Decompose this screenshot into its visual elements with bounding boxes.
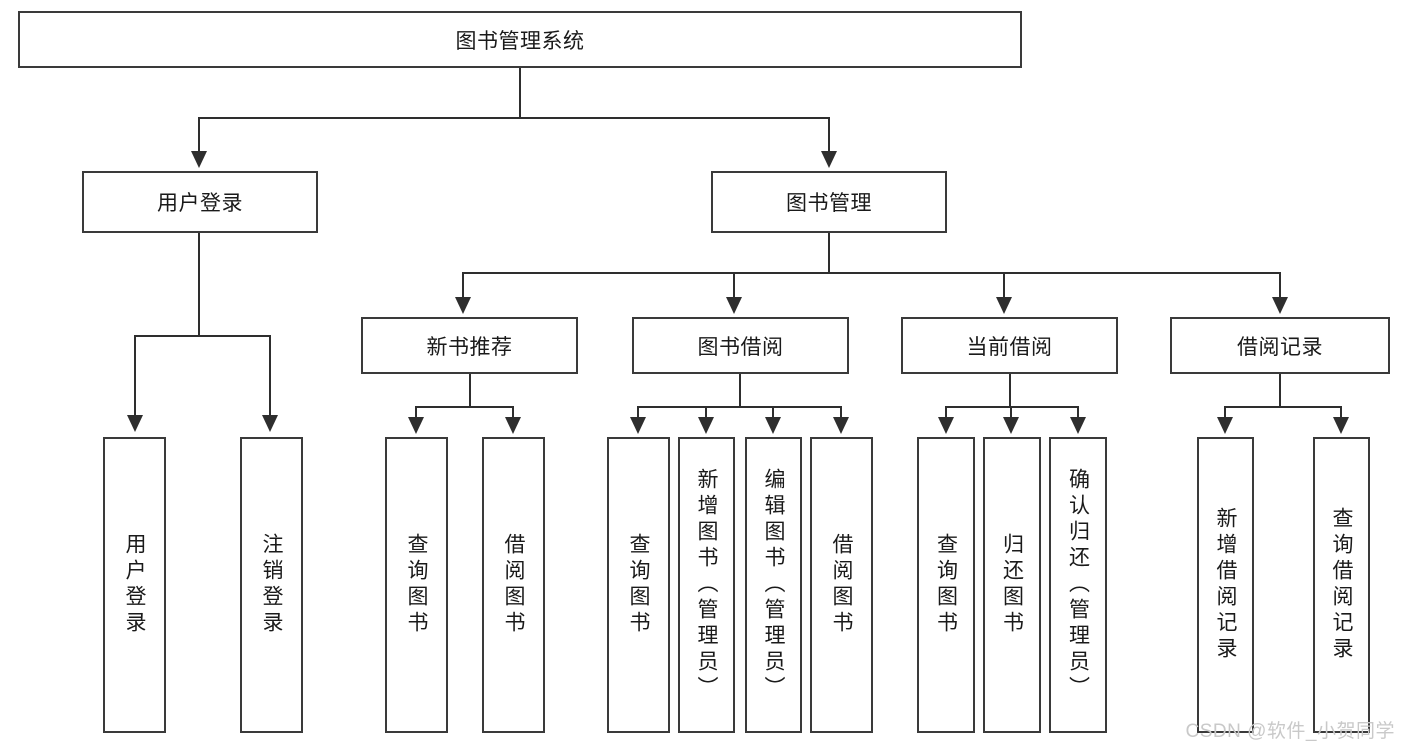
arrowhead-br-to-leaf-2 (1333, 417, 1349, 434)
arrowhead-bm-to-book-borrow (726, 297, 742, 314)
arrowhead-bm-to-current-borrow (996, 297, 1012, 314)
connector-root-to-user-login (198, 117, 200, 153)
connector-br-to-leaf-1 (1224, 406, 1226, 419)
arrowhead-bm-to-new-book (455, 297, 471, 314)
arrowhead-nb-to-leaf-2 (505, 417, 521, 434)
connector-current-borrow-bus (945, 406, 1079, 408)
node-new-book-recommend[interactable]: 新书推荐 (361, 317, 578, 374)
node-label: 归还图书 (1000, 533, 1024, 637)
node-label: 用户登录 (157, 192, 243, 215)
node-label: 借阅图书 (830, 533, 853, 637)
arrowhead-cb-to-leaf-1 (938, 417, 954, 434)
arrowhead-bb-to-leaf-1 (630, 417, 646, 434)
connector-book-management-stem (828, 233, 830, 273)
node-label: 确认归还（管理员） (1066, 468, 1090, 702)
connector-bm-to-borrow-record (1279, 272, 1281, 299)
node-book-borrow[interactable]: 图书借阅 (632, 317, 849, 374)
arrowhead-bb-to-leaf-2 (698, 417, 714, 434)
connector-user-login-bus (134, 335, 270, 337)
connector-book-borrow-stem (739, 374, 741, 407)
node-label: 用户登录 (123, 533, 146, 637)
node-root-book-management-system[interactable]: 图书管理系统 (18, 11, 1022, 68)
connector-bm-to-new-book (462, 272, 464, 299)
connector-cb-to-leaf-1 (945, 406, 947, 419)
node-label: 新书推荐 (426, 335, 513, 359)
connector-bb-to-leaf-1 (637, 406, 639, 419)
connector-bm-to-book-borrow (733, 272, 735, 299)
node-label: 借阅图书 (502, 533, 525, 637)
connector-new-book-bus (415, 406, 514, 408)
leaf-query-book-borrow[interactable]: 查询图书 (607, 437, 670, 733)
node-current-borrow[interactable]: 当前借阅 (901, 317, 1118, 374)
leaf-confirm-return-admin[interactable]: 确认归还（管理员） (1049, 437, 1107, 733)
leaf-query-book-current[interactable]: 查询图书 (917, 437, 975, 733)
connector-bb-to-leaf-2 (705, 406, 707, 419)
arrowhead-user-login-to-leaf-2 (262, 415, 278, 432)
arrowhead-root-to-user-login (191, 151, 207, 168)
leaf-return-book[interactable]: 归还图书 (983, 437, 1041, 733)
leaf-query-borrow-record[interactable]: 查询借阅记录 (1313, 437, 1370, 733)
arrowhead-bb-to-leaf-4 (833, 417, 849, 434)
arrowhead-user-login-to-leaf-1 (127, 415, 143, 432)
connector-br-to-leaf-2 (1340, 406, 1342, 419)
node-label: 图书借阅 (697, 335, 784, 359)
node-user-login[interactable]: 用户登录 (82, 171, 318, 233)
node-label: 查询图书 (934, 533, 958, 637)
connector-bb-to-leaf-4 (840, 406, 842, 419)
node-label: 图书管理 (786, 192, 872, 215)
node-label: 当前借阅 (966, 335, 1053, 359)
connector-root-bus (198, 117, 830, 119)
leaf-user-login[interactable]: 用户登录 (103, 437, 166, 733)
node-label: 注销登录 (260, 533, 283, 637)
connector-book-management-bus (462, 272, 1281, 274)
arrowhead-br-to-leaf-1 (1217, 417, 1233, 434)
node-label: 图书管理系统 (455, 29, 585, 53)
leaf-logout[interactable]: 注销登录 (240, 437, 303, 733)
connector-user-login-stem (198, 233, 200, 336)
node-borrow-record[interactable]: 借阅记录 (1170, 317, 1390, 374)
connector-bb-to-leaf-3 (772, 406, 774, 419)
leaf-add-borrow-record[interactable]: 新增借阅记录 (1197, 437, 1254, 733)
node-label: 查询图书 (627, 533, 650, 637)
node-label: 编辑图书（管理员） (762, 468, 785, 702)
node-label: 查询借阅记录 (1330, 507, 1353, 663)
connector-nb-to-leaf-1 (415, 406, 417, 419)
connector-borrow-record-stem (1279, 374, 1281, 407)
node-book-management[interactable]: 图书管理 (711, 171, 947, 233)
node-label: 新增借阅记录 (1214, 507, 1237, 663)
leaf-edit-book-admin[interactable]: 编辑图书（管理员） (745, 437, 802, 733)
connector-user-login-to-leaf-2 (269, 335, 271, 417)
node-label: 查询图书 (405, 533, 428, 637)
arrowhead-bm-to-borrow-record (1272, 297, 1288, 314)
connector-cb-to-leaf-2 (1010, 406, 1012, 419)
connector-borrow-record-bus (1224, 406, 1342, 408)
arrowhead-bb-to-leaf-3 (765, 417, 781, 434)
connector-root-stem (519, 68, 521, 118)
arrowhead-root-to-book-management (821, 151, 837, 168)
connector-current-borrow-stem (1009, 374, 1011, 407)
arrowhead-nb-to-leaf-1 (408, 417, 424, 434)
leaf-query-book-recommend[interactable]: 查询图书 (385, 437, 448, 733)
arrowhead-cb-to-leaf-3 (1070, 417, 1086, 434)
leaf-borrow-book-recommend[interactable]: 借阅图书 (482, 437, 545, 733)
leaf-borrow-book[interactable]: 借阅图书 (810, 437, 873, 733)
connector-user-login-to-leaf-1 (134, 335, 136, 417)
node-label: 新增图书（管理员） (695, 468, 718, 702)
connector-cb-to-leaf-3 (1077, 406, 1079, 419)
leaf-add-book-admin[interactable]: 新增图书（管理员） (678, 437, 735, 733)
connector-root-to-book-management (828, 117, 830, 153)
connector-book-borrow-bus (637, 406, 842, 408)
connector-bm-to-current-borrow (1003, 272, 1005, 299)
arrowhead-cb-to-leaf-2 (1003, 417, 1019, 434)
node-label: 借阅记录 (1237, 335, 1323, 359)
connector-nb-to-leaf-2 (512, 406, 514, 419)
connector-new-book-stem (469, 374, 471, 407)
